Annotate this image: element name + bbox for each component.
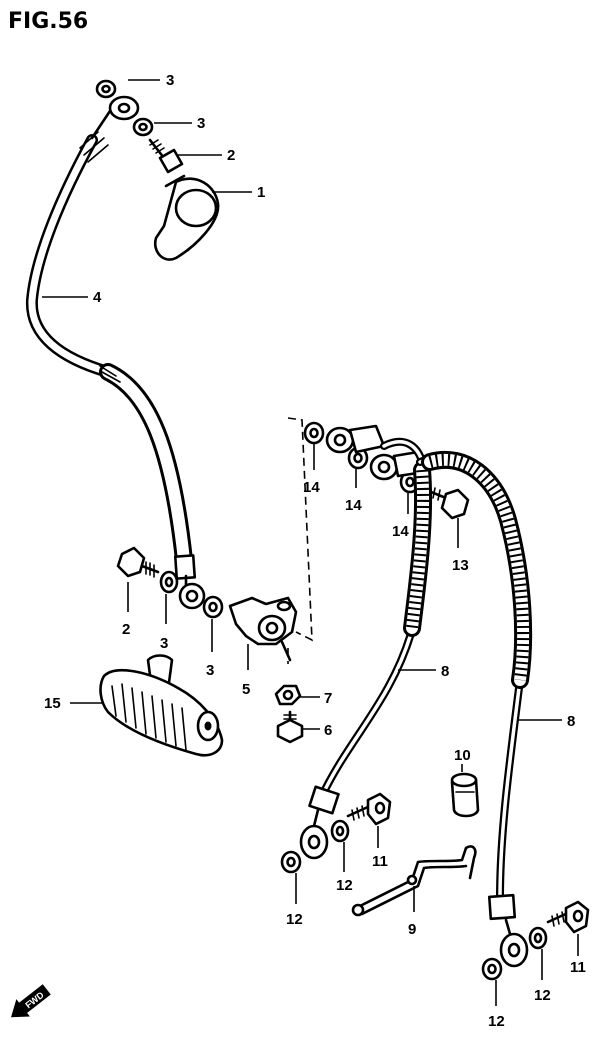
callout-6: 6 (324, 722, 332, 739)
banjo-fitting-mid (178, 574, 206, 610)
brake-hose-joint-5 (228, 596, 298, 662)
nut-7 (274, 684, 302, 706)
callout-10: 10 (454, 747, 471, 764)
union-bolt-11-left (346, 792, 392, 826)
callout-3-top-a: 3 (166, 72, 174, 89)
callout-8-right: 8 (567, 713, 575, 730)
callout-5: 5 (242, 681, 250, 698)
bolt-6 (276, 710, 304, 744)
fwd-arrow-icon: FWD (11, 984, 51, 1018)
hose-protector-15 (99, 654, 224, 757)
callout-3-top-b: 3 (197, 115, 205, 132)
callout-14-c: 14 (392, 523, 409, 540)
grommet-10 (450, 772, 480, 818)
brake-hose-8-right (416, 450, 533, 968)
callout-4: 4 (93, 289, 102, 306)
callout-3-mid-a: 3 (160, 635, 168, 652)
union-bolt-2-top (148, 138, 184, 174)
hose-cap-1 (153, 174, 220, 261)
callout-15: 15 (44, 695, 61, 712)
callout-1: 1 (257, 184, 265, 201)
union-bolt-13 (424, 485, 470, 520)
callout-3-mid-b: 3 (206, 662, 214, 679)
callout-9: 9 (408, 921, 416, 938)
callout-14-b: 14 (345, 497, 362, 514)
callout-12-c: 12 (534, 987, 551, 1004)
brake-hose-upper (25, 131, 197, 580)
callout-12-b: 12 (286, 911, 303, 928)
callout-2-mid: 2 (122, 621, 130, 638)
brake-hose-8-left (299, 438, 433, 860)
banjo-fitting-top (90, 95, 140, 140)
callout-11-left: 11 (372, 853, 388, 870)
callout-11-right: 11 (570, 959, 586, 976)
hose-clamp-9 (351, 845, 477, 917)
callout-8-left: 8 (441, 663, 449, 680)
union-bolt-2-mid (116, 546, 160, 578)
callout-13: 13 (452, 557, 469, 574)
callout-14-a: 14 (303, 479, 320, 496)
figure-title: FIG.56 (8, 9, 88, 34)
callout-12-a: 12 (336, 877, 353, 894)
union-bolt-11-right (546, 900, 590, 934)
guide-line (287, 417, 313, 642)
callout-7: 7 (324, 690, 332, 707)
banjo-fitting-right-a (325, 424, 386, 454)
callout-12-d: 12 (488, 1013, 505, 1030)
callout-2-top: 2 (227, 147, 235, 164)
